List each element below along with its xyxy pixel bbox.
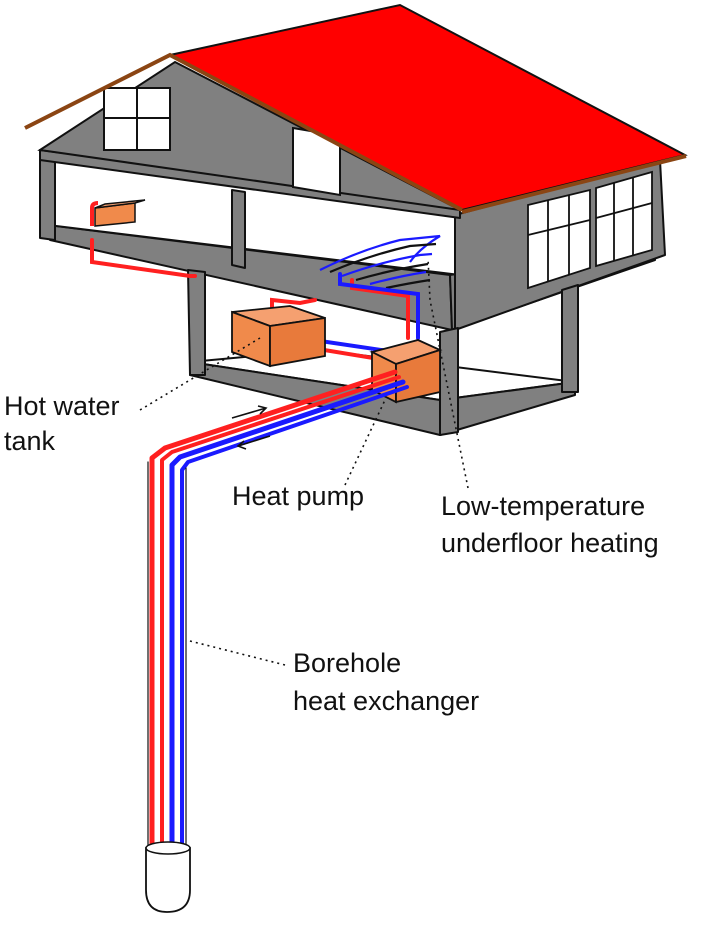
underfloor-coils <box>319 234 441 290</box>
flow-arrows <box>231 405 271 450</box>
upper-floor-partition <box>231 189 246 269</box>
hot-pipe-upper <box>90 238 197 278</box>
hot-water-tank <box>231 305 326 368</box>
borehole-hot-pipe <box>149 369 398 853</box>
basement-front-pillar <box>439 327 459 436</box>
hot-pipe-tank-top <box>270 297 317 310</box>
basement-left-pillar <box>187 269 206 376</box>
label-hot-water-tank-line2: tank <box>4 426 56 456</box>
borehole-cold-pipe-2 <box>180 385 409 852</box>
right-wall-windows <box>527 170 653 290</box>
leader-lines <box>139 257 469 666</box>
upper-left-pillar <box>39 149 56 241</box>
label-borehole-line2: heat exchanger <box>293 686 479 716</box>
gable-window-left <box>103 87 171 151</box>
label-hot-water-tank-line1: Hot water <box>4 391 120 421</box>
borehole-end <box>145 841 191 913</box>
upper-floor-heater <box>90 199 146 227</box>
leader-heat-pump <box>344 399 386 486</box>
leader-borehole <box>185 639 286 666</box>
borehole-cold-pipe <box>169 379 406 853</box>
roof <box>24 3 688 214</box>
label-underfloor-line2: underfloor heating <box>441 528 659 558</box>
roof-eave-left <box>24 52 463 212</box>
roof-eave-right <box>461 154 687 214</box>
heat-pump-unit <box>369 339 443 404</box>
label-underfloor-line1: Low-temperature <box>441 491 645 521</box>
borehole-hot-pipe-2 <box>160 375 401 852</box>
labels: Hot water tank Heat pump Low-temperature… <box>4 391 659 716</box>
borehole-pipes <box>147 369 409 853</box>
cold-pipe-underfloor <box>338 272 420 340</box>
label-borehole-line1: Borehole <box>293 648 401 678</box>
label-heat-pump: Heat pump <box>232 481 364 511</box>
arrow-down-flow <box>236 435 271 450</box>
arrow-up-flow <box>231 405 268 419</box>
basement-right-pillar <box>561 284 579 393</box>
